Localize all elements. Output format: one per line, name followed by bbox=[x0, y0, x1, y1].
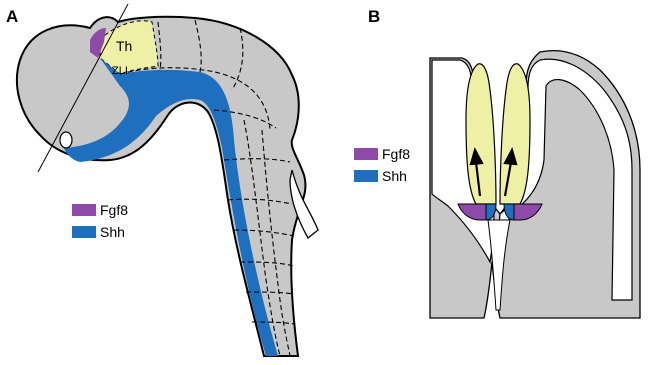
legend-b-fgf8-label: Fgf8 bbox=[382, 146, 410, 162]
thalamus-left-lobe bbox=[466, 64, 496, 204]
label-zli: ZLI bbox=[112, 65, 128, 77]
legend-a: Fgf8 Shh bbox=[72, 202, 128, 240]
label-th: Th bbox=[116, 38, 132, 54]
thalamus-right-lobe bbox=[500, 64, 530, 204]
panel-b-letter: B bbox=[368, 7, 380, 26]
panel-b: B Fgf8 Shh bbox=[354, 7, 640, 322]
legend-a-fgf8-label: Fgf8 bbox=[100, 202, 128, 218]
legend-a-shh-swatch bbox=[72, 226, 96, 238]
legend-b-shh-swatch bbox=[354, 170, 378, 182]
panel-a-letter: A bbox=[6, 7, 18, 26]
eye-oval bbox=[60, 132, 72, 148]
legend-b: Fgf8 Shh bbox=[354, 146, 410, 184]
legend-a-fgf8-swatch bbox=[72, 204, 96, 216]
legend-a-shh-label: Shh bbox=[100, 224, 125, 240]
legend-b-shh-label: Shh bbox=[382, 168, 407, 184]
panel-a: A Th ZL bbox=[6, 4, 318, 356]
legend-b-fgf8-swatch bbox=[354, 148, 378, 160]
